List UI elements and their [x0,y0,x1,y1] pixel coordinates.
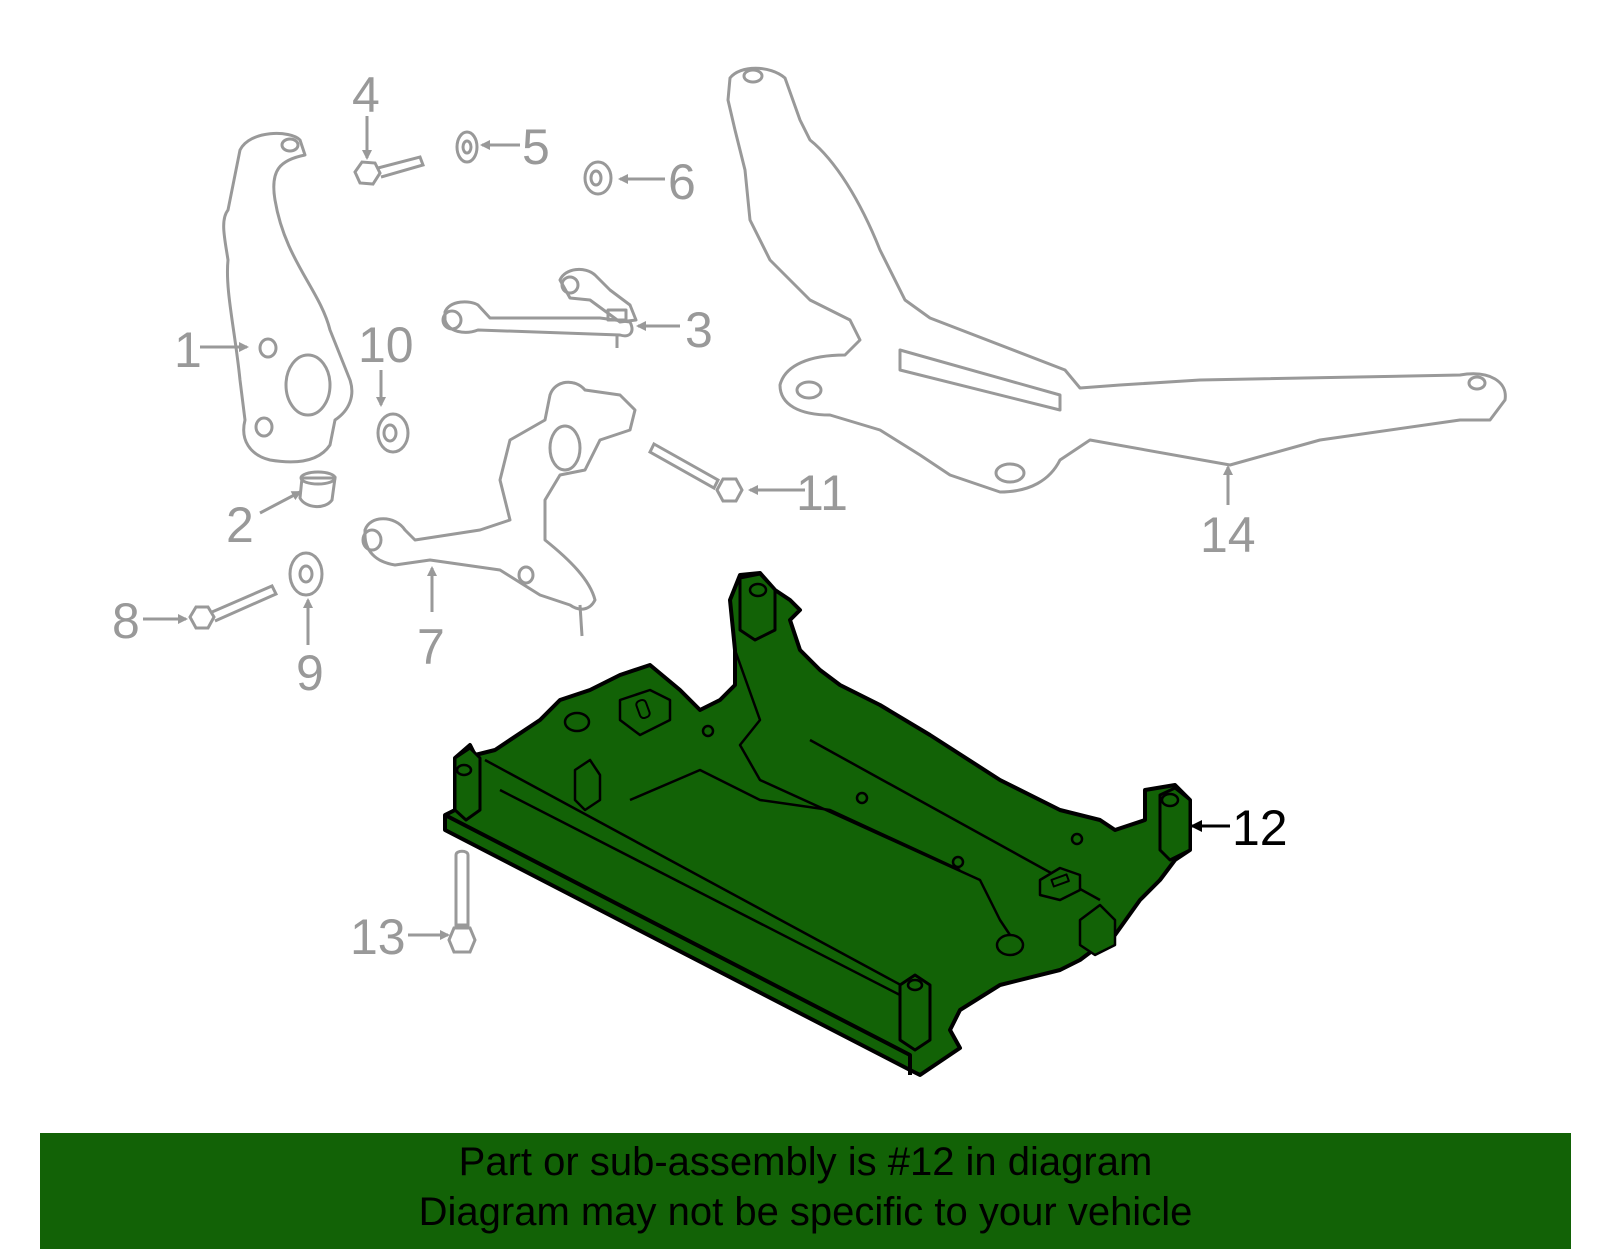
part-6-nut[interactable] [583,160,613,196]
callout-11[interactable]: 11 [796,465,848,521]
callout-6[interactable]: 6 [668,154,696,210]
part-14-frame[interactable] [726,66,1507,494]
callout-9[interactable]: 9 [296,645,324,701]
callout-7[interactable]: 7 [417,619,445,675]
part-12-subframe-highlighted[interactable] [443,571,1192,1077]
callout-13[interactable]: 13 [350,909,406,965]
part-7-lower-control-arm[interactable] [361,380,637,637]
callout-4[interactable]: 4 [352,67,380,123]
part-8-bolt[interactable] [188,584,279,630]
part-2-bushing[interactable] [298,470,337,508]
banner-line-disclaimer: Diagram may not be specific to your vehi… [418,1190,1193,1234]
callout-2[interactable]: 2 [226,497,254,553]
banner-line-part-number: Part or sub-assembly is #12 in diagram [458,1140,1153,1184]
part-3-upper-control-arm[interactable] [441,267,638,348]
callout-10[interactable]: 10 [358,317,414,373]
callout-14[interactable]: 14 [1200,507,1256,563]
part-9-washer[interactable] [288,551,324,597]
callout-8[interactable]: 8 [112,593,140,649]
part-13-bolt[interactable] [447,849,477,954]
callout-12[interactable]: 12 [1232,800,1288,856]
highlight-info-banner: Part or sub-assembly is #12 in diagram D… [40,1133,1571,1249]
callout-5[interactable]: 5 [522,119,550,175]
part-4-bolt[interactable] [353,155,425,186]
part-11-bolt[interactable] [648,441,744,503]
part-1-steering-knuckle[interactable] [222,131,354,464]
callout-1[interactable]: 1 [174,322,202,378]
part-10-nut[interactable] [376,412,410,454]
callout-3[interactable]: 3 [685,302,713,358]
part-5-washer[interactable] [455,130,479,164]
